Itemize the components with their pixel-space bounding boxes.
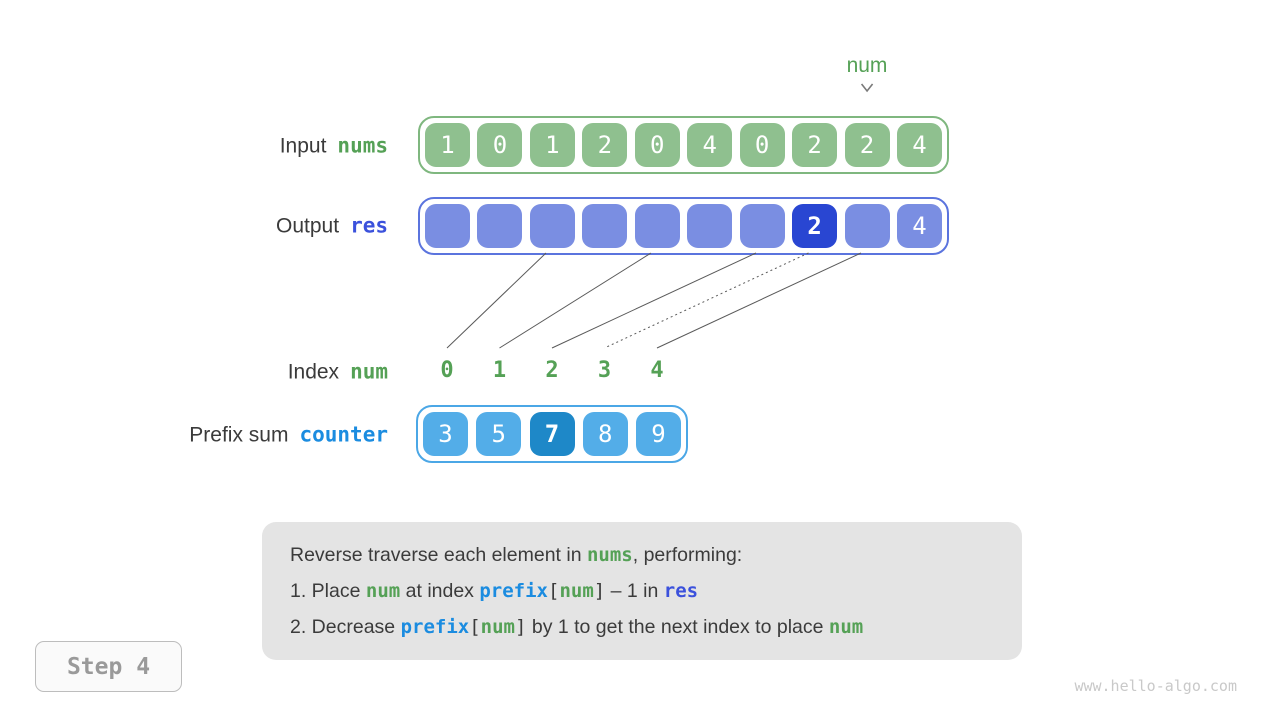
note-text-run: at index (400, 580, 480, 602)
output-label-text: Output (276, 214, 340, 238)
note-text-run: Reverse traverse each element in (290, 544, 587, 566)
prefix-sum-label: Prefix sum counter (189, 423, 388, 448)
watermark: www.hello-algo.com (1074, 677, 1237, 695)
note-text-run: [ (548, 580, 560, 602)
nums-cell: 4 (896, 123, 942, 167)
output-label: Output res (276, 214, 388, 239)
note-line: 1. Place num at index prefix[num] – 1 in… (290, 573, 994, 609)
nums-cell: 4 (687, 123, 733, 167)
note-text-run: nums (586, 544, 633, 566)
res-cell (687, 204, 733, 248)
prefix-sum-label-code: counter (299, 422, 388, 447)
res-cell (582, 204, 628, 248)
counter-cell: 3 (423, 412, 468, 456)
counter-cell: 9 (636, 412, 681, 456)
nums-cell: 0 (634, 123, 680, 167)
note-text-run: res (663, 580, 699, 602)
note-text-run: num (559, 580, 594, 602)
res-cell (739, 204, 785, 248)
note-text-run: num (480, 616, 515, 638)
counter-cell: 5 (476, 412, 522, 456)
index-number: 1 (492, 358, 507, 383)
index-number: 4 (650, 358, 664, 383)
explanation-box: Reverse traverse each element in nums, p… (262, 522, 1022, 660)
note-text-run: by 1 to get the next index to place (526, 616, 829, 638)
note-text-run: num (828, 616, 864, 638)
res-cell: 2 (792, 204, 838, 248)
input-label: Input nums (280, 134, 388, 159)
note-text-run: ] (593, 580, 606, 602)
res-cell (477, 204, 523, 248)
counter-cell: 7 (529, 412, 575, 456)
prefix-sum-label-text: Prefix sum (189, 423, 289, 447)
note-text-run: – 1 in (605, 580, 664, 602)
counter-cell: 8 (582, 412, 628, 456)
down-arrow-icon (860, 83, 874, 93)
index-number: 3 (597, 358, 612, 383)
nums-cell: 2 (582, 123, 628, 167)
num-pointer-label: num (846, 54, 888, 77)
note-line: Reverse traverse each element in nums, p… (290, 537, 994, 573)
note-text-run: prefix (400, 616, 470, 638)
step-badge: Step 4 (35, 641, 182, 692)
nums-cell: 2 (844, 123, 890, 167)
res-cell (529, 204, 575, 248)
connection-line (656, 252, 862, 349)
index-label: Index num (288, 360, 388, 385)
nums-cell: 1 (425, 123, 470, 167)
note-text-run: [ (469, 616, 481, 638)
index-label-text: Index (287, 360, 340, 384)
note-text-run: 1. Place (290, 580, 366, 602)
note-text-run: 2. Decrease (290, 616, 401, 638)
nums-cell: 1 (529, 123, 575, 167)
res-cell (425, 204, 470, 248)
index-number: 2 (545, 358, 559, 383)
input-label-code: nums (337, 133, 388, 158)
note-text-run: ] (514, 616, 527, 638)
index-label-code: num (350, 359, 388, 384)
output-label-code: res (350, 213, 388, 238)
note-line: 2. Decrease prefix[num] by 1 to get the … (290, 609, 994, 645)
connection-line-dashed (604, 252, 809, 349)
note-text-run: prefix (479, 580, 548, 602)
num-pointer: num (846, 54, 888, 93)
res-cell (634, 204, 680, 248)
nums-cell: 0 (477, 123, 523, 167)
connection-line (499, 252, 652, 349)
res-cell (844, 204, 890, 248)
res-cell: 4 (896, 204, 942, 248)
note-text-run: , performing: (632, 544, 743, 566)
index-number: 0 (440, 358, 454, 383)
nums-cell: 2 (792, 123, 838, 167)
connection-line (551, 252, 757, 349)
input-label-text: Input (279, 134, 327, 158)
connection-line (446, 252, 547, 349)
note-text-run: num (365, 580, 401, 602)
nums-cell: 0 (739, 123, 785, 167)
